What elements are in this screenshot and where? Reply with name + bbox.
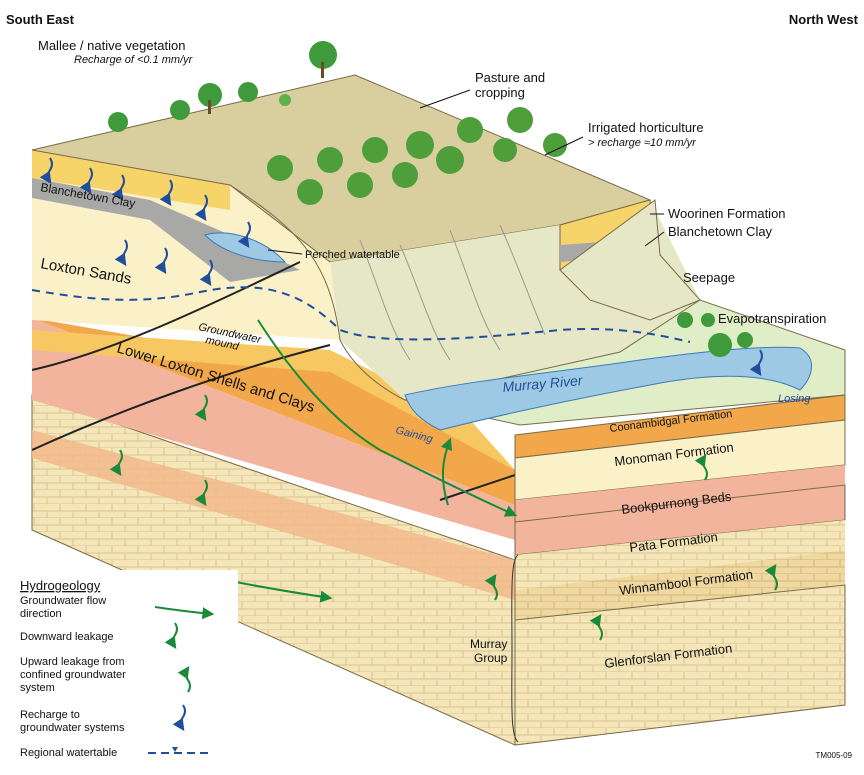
- murray-river-label: Murray River: [502, 372, 585, 395]
- seepage-label: Seepage: [683, 270, 735, 285]
- legend: Hydrogeology Groundwater flow direction …: [0, 570, 238, 775]
- legend-flow-1: Groundwater flow: [20, 595, 106, 607]
- legend-up-leak-2: confined groundwater: [20, 669, 126, 681]
- pasture-label-2: cropping: [475, 85, 525, 100]
- legend-down-leak: Downward leakage: [20, 631, 114, 643]
- top-surface: [31, 74, 846, 431]
- legend-recharge-1: Recharge to: [20, 709, 80, 721]
- evapotranspiration-label: Evapotranspiration: [718, 311, 826, 326]
- legend-flow-arrow-icon: [154, 606, 215, 620]
- legend-recharge-icon: [172, 704, 186, 731]
- legend-title: Hydrogeology: [20, 578, 101, 593]
- legend-up-leak-icon: [177, 666, 191, 693]
- legend-watertable: Regional watertable: [20, 747, 117, 759]
- surface-labels: Mallee / native vegetation Recharge of <…: [38, 38, 704, 156]
- murray-group-label-1: Murray: [470, 637, 507, 651]
- figure-id: TM005-09: [816, 751, 853, 760]
- orientation-labels: South East North West: [6, 12, 859, 27]
- blanchetown-right-label: Blanchetown Clay: [668, 224, 773, 239]
- perched-label: Perched watertable: [305, 249, 400, 261]
- orientation-north-west: North West: [789, 12, 859, 27]
- woorinen-label: Woorinen Formation: [668, 206, 786, 221]
- murray-group-label-2: Group: [474, 651, 508, 665]
- mallee-title: Mallee / native vegetation: [38, 38, 185, 53]
- mallee-recharge: Recharge of <0.1 mm/yr: [74, 54, 194, 66]
- orientation-south-east: South East: [6, 12, 75, 27]
- losing-label: Losing: [778, 393, 811, 405]
- irrigated-title: Irrigated horticulture: [588, 120, 704, 135]
- legend-up-leak-3: system: [20, 682, 55, 694]
- recharge-arrows: [39, 157, 763, 376]
- trees: [108, 41, 753, 357]
- legend-recharge-2: groundwater systems: [20, 722, 125, 734]
- legend-up-leak-1: Upward leakage from: [20, 656, 125, 668]
- irrigated-recharge: > recharge ≈10 mm/yr: [588, 137, 697, 149]
- pasture-label-1: Pasture and: [475, 70, 545, 85]
- legend-down-leak-icon: [164, 622, 178, 649]
- murray-group-brace: [511, 554, 519, 743]
- regional-watertable: [31, 286, 691, 343]
- legend-flow-2: direction: [20, 608, 62, 620]
